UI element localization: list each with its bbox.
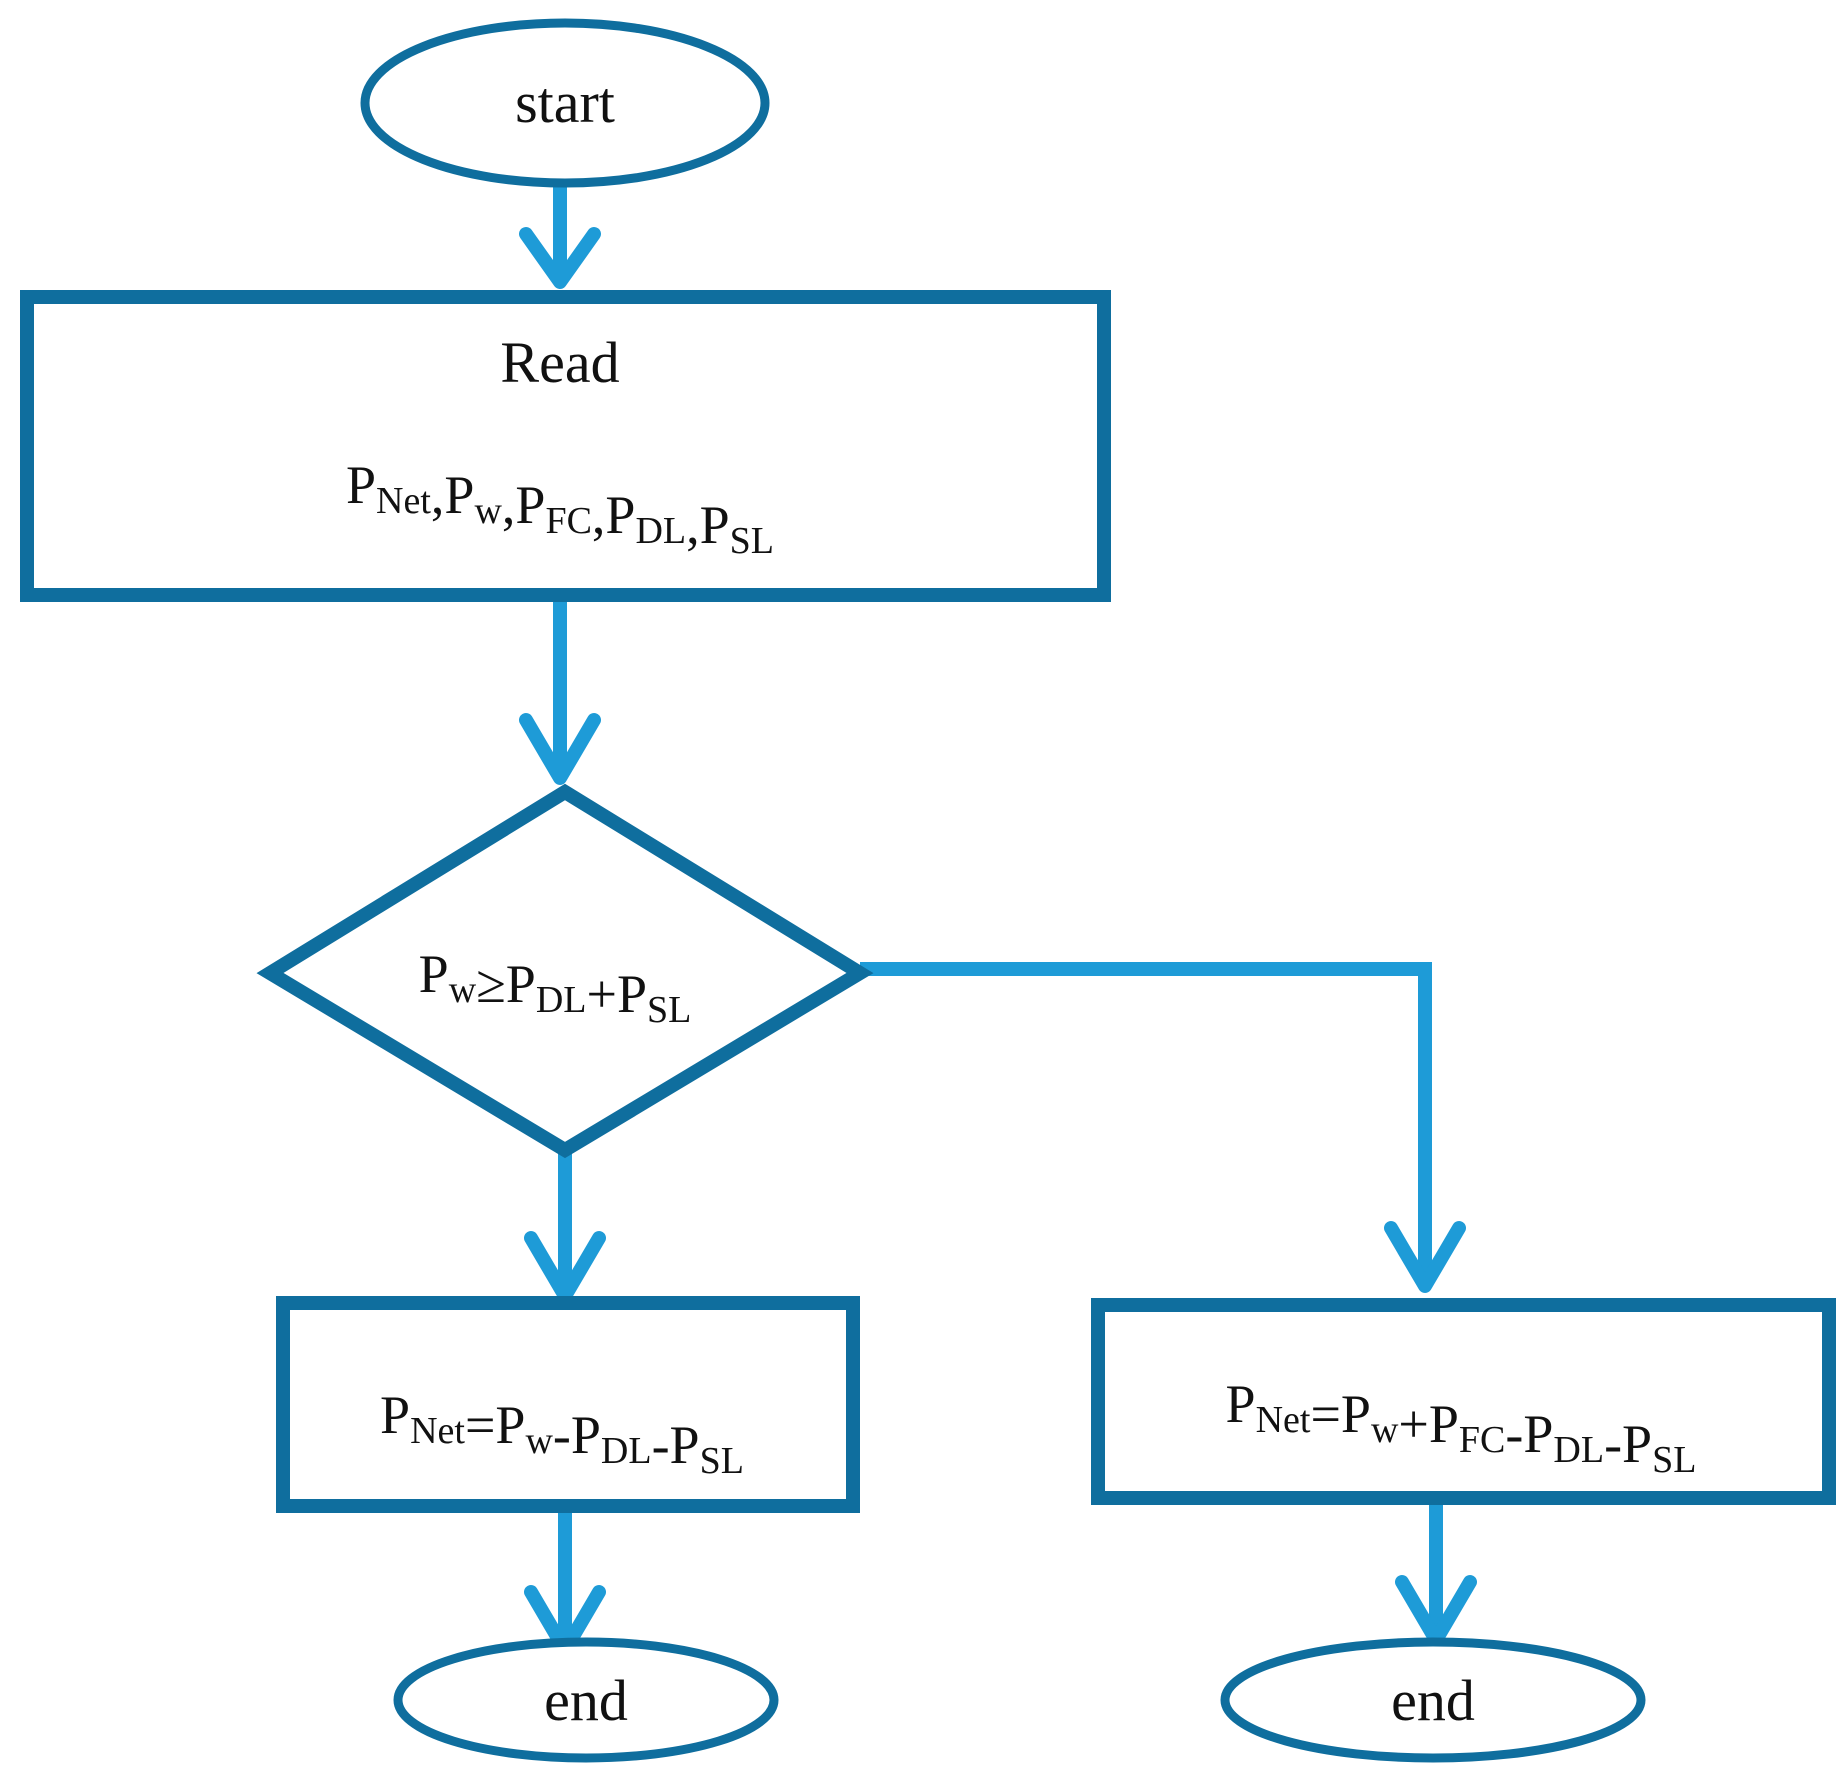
left-term-symbol-1: =P — [465, 1395, 526, 1455]
read-var-subscript-1: w — [474, 490, 502, 532]
edge-read-to-decision — [519, 602, 601, 785]
read-var-subscript-4: SL — [730, 520, 774, 562]
edge-decision-to-left-process — [524, 1150, 606, 1303]
end-right-label: end — [1391, 1668, 1475, 1733]
left-term-subscript-3: SL — [700, 1440, 744, 1482]
end-left-label: end — [544, 1668, 628, 1733]
decision-term-symbol-2: +P — [586, 964, 647, 1024]
read-var-symbol-1: ,P — [431, 465, 475, 525]
end-node-left: end — [393, 1637, 779, 1763]
start-label: start — [515, 70, 615, 135]
read-box: Read PNet,Pw,PFC,PDL,PSL — [20, 290, 1111, 602]
end-node-right: end — [1220, 1637, 1646, 1763]
right-term-subscript-0: Net — [1256, 1399, 1311, 1441]
edge-start-to-read — [519, 185, 601, 289]
decision-term-subscript-2: SL — [647, 989, 691, 1031]
right-term-symbol-3: -P — [1505, 1404, 1553, 1464]
left-term-subscript-2: DL — [601, 1430, 652, 1472]
edge-decision-to-right-process — [860, 962, 1466, 1293]
read-var-symbol-2: ,P — [502, 475, 546, 535]
decision-condition: Pw≥PDL+PSL — [419, 944, 692, 1031]
decision-term-symbol-0: P — [419, 944, 449, 1004]
read-var-subscript-3: DL — [635, 510, 686, 552]
left-process-box: PNet=Pw-PDL-PSL — [276, 1296, 860, 1513]
read-var-symbol-4: ,P — [686, 495, 730, 555]
left-term-subscript-1: w — [525, 1420, 553, 1462]
edge-left-process-to-end — [524, 1510, 606, 1657]
decision-term-subscript-1: DL — [536, 979, 587, 1021]
left-term-symbol-0: P — [380, 1385, 410, 1445]
read-variables: PNet,Pw,PFC,PDL,PSL — [346, 455, 774, 562]
decision-term-symbol-1: ≥P — [476, 954, 536, 1014]
right-term-subscript-3: DL — [1553, 1429, 1604, 1471]
left-process-equation: PNet=Pw-PDL-PSL — [380, 1385, 744, 1482]
right-term-subscript-4: SL — [1652, 1439, 1696, 1481]
right-term-symbol-4: -P — [1604, 1414, 1652, 1474]
right-process-equation: PNet=Pw+PFC-PDL-PSL — [1226, 1374, 1697, 1481]
right-term-subscript-1: w — [1371, 1409, 1399, 1451]
read-title: Read — [500, 330, 619, 395]
right-process-box: PNet=Pw+PFC-PDL-PSL — [1091, 1298, 1836, 1505]
right-term-symbol-1: =P — [1310, 1384, 1371, 1444]
decision-node: Pw≥PDL+PSL — [256, 783, 874, 1159]
read-var-symbol-0: P — [346, 455, 376, 515]
right-term-symbol-2: +P — [1398, 1394, 1459, 1454]
left-term-symbol-3: -P — [652, 1415, 700, 1475]
right-term-subscript-2: FC — [1459, 1419, 1505, 1461]
decision-term-subscript-0: w — [449, 969, 477, 1011]
left-term-symbol-2: -P — [553, 1405, 601, 1465]
start-node: start — [360, 18, 770, 188]
read-var-subscript-0: Net — [376, 480, 431, 522]
read-var-symbol-3: ,P — [592, 485, 636, 545]
edge-right-process-to-end — [1395, 1502, 1477, 1647]
right-term-symbol-0: P — [1226, 1374, 1256, 1434]
left-term-subscript-0: Net — [410, 1410, 465, 1452]
read-var-subscript-2: FC — [545, 500, 591, 542]
